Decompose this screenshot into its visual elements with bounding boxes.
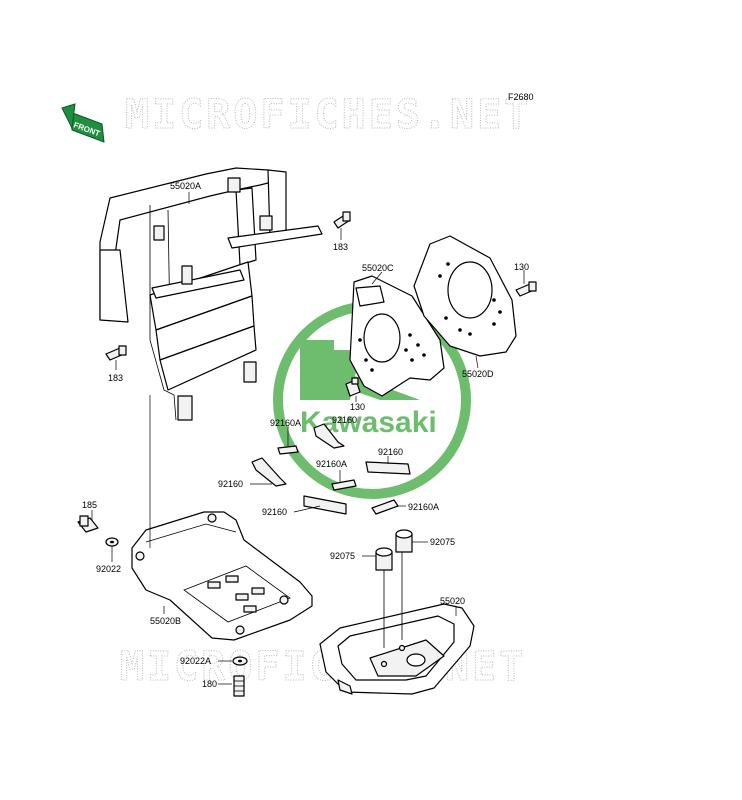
label-92075-right: 92075 [430,537,455,547]
skid-plate [131,511,313,641]
bolt-183-top [333,211,351,229]
pad-92160a-2 [331,479,357,491]
pad-92160a-1 [277,445,299,455]
label-92022a: 92022A [180,656,211,666]
label-92160a-2: 92160A [316,459,347,469]
bolt-183-left [105,345,127,361]
washer-92022 [105,537,119,547]
label-92160-3: 92160 [218,479,243,489]
label-55020b: 55020B [150,616,181,626]
bolt-130-center [345,377,361,397]
label-183-left: 183 [108,373,123,383]
brake-plate-d [413,235,517,357]
bolt-130-right [515,281,537,297]
label-180: 180 [202,679,217,689]
pad-92160-3 [251,457,287,487]
front-arrow-icon: FRONT [61,103,105,143]
label-130-right: 130 [514,262,529,272]
watermark-top: MICROFICHES.NET [125,92,531,138]
label-92160a-1: 92160A [270,418,301,428]
bolt-180 [233,675,245,697]
label-185: 185 [82,500,97,510]
label-130-center: 130 [350,402,365,412]
collar-92075-left [375,547,393,571]
front-guard [99,167,323,421]
figure-code: F2680 [508,92,534,102]
label-92160-1: 92160 [332,415,357,425]
brake-plate-c [349,275,445,397]
label-92160-2: 92160 [378,447,403,457]
pad-92160-2 [365,461,411,475]
pad-92160-1 [313,423,345,449]
label-55020d: 55020D [462,369,494,379]
label-55020c: 55020C [362,263,394,273]
bolt-185 [77,515,99,533]
label-92160a-3: 92160A [408,502,439,512]
label-92160-4: 92160 [262,507,287,517]
collar-92075-right [395,529,413,553]
label-183-top: 183 [333,242,348,252]
washer-92022a [232,656,248,666]
label-55020a: 55020A [170,181,201,191]
label-92022: 92022 [96,564,121,574]
label-92075-left: 92075 [330,551,355,561]
pad-92160-4 [303,495,347,515]
label-55020: 55020 [440,596,465,606]
pad-92160a-3 [371,499,399,515]
rear-guard [319,552,475,695]
